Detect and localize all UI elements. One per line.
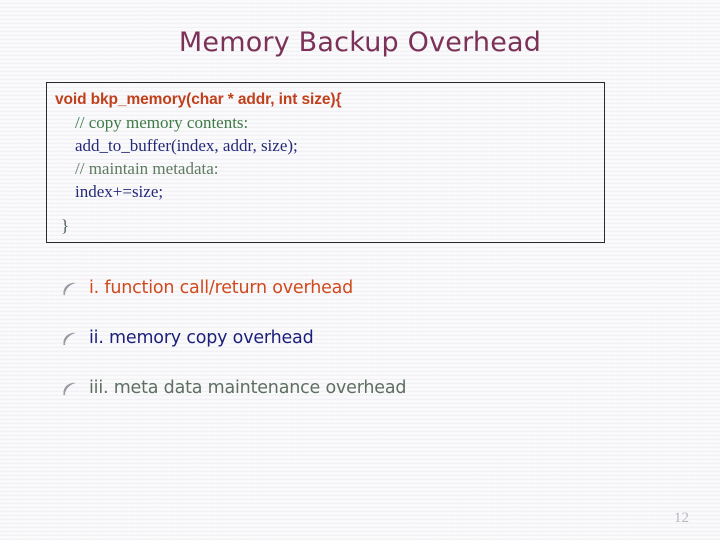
code-line-closing-brace: } — [61, 216, 70, 235]
list-item-label: i. function call/return overhead — [89, 278, 354, 298]
page-title: Memory Backup Overhead — [178, 27, 542, 58]
pointing-hand-icon — [60, 329, 82, 349]
list-item-label: ii. memory copy overhead — [89, 328, 314, 348]
list-item: i. function call/return overhead — [60, 278, 660, 328]
code-snippet-box: void bkp_memory(char * addr, int size){ … — [46, 82, 605, 243]
list-item-label: iii. meta data maintenance overhead — [89, 378, 407, 398]
code-line-add-to-buffer: add_to_buffer(index, addr, size); — [75, 136, 298, 155]
pointing-hand-icon — [60, 379, 82, 399]
code-line-comment-copy: // copy memory contents: — [75, 113, 249, 132]
list-item: iii. meta data maintenance overhead — [60, 378, 660, 428]
list-item: ii. memory copy overhead — [60, 328, 660, 378]
code-line-signature: void bkp_memory(char * addr, int size){ — [55, 91, 342, 108]
pointing-hand-icon — [60, 279, 82, 299]
code-line-comment-metadata: // maintain metadata: — [75, 159, 219, 178]
bullet-list: i. function call/return overhead ii. mem… — [60, 278, 660, 428]
code-line-index-increment: index+=size; — [75, 182, 164, 201]
code-lines: void bkp_memory(char * addr, int size){ … — [55, 88, 600, 237]
page-number: 12 — [674, 510, 689, 526]
